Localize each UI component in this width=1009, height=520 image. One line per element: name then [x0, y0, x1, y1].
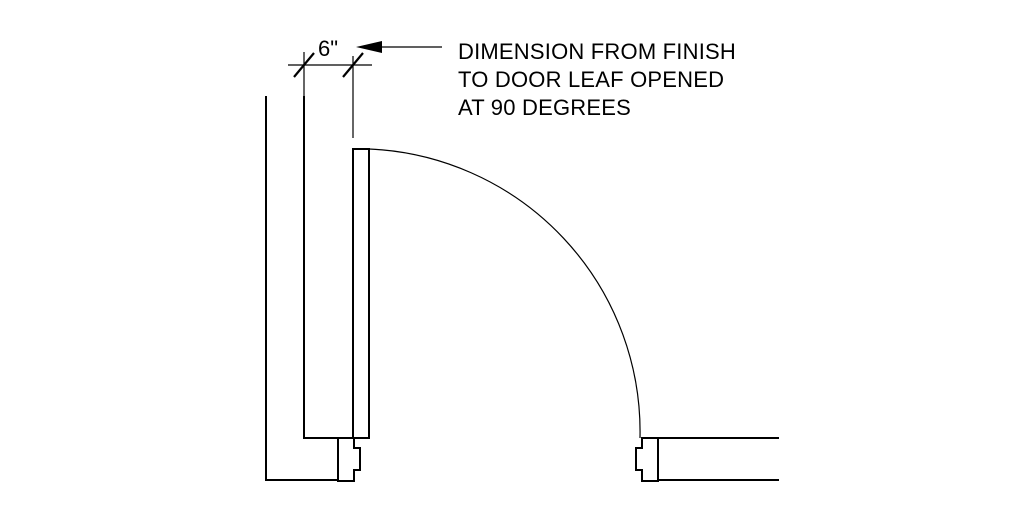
door-swing-arc — [368, 148, 641, 439]
dimension — [288, 52, 372, 138]
note-line-3: AT 90 DEGREES — [458, 95, 631, 120]
door-frame-hinge-jamb — [337, 437, 361, 482]
arrowhead — [356, 41, 382, 53]
note-line-1: DIMENSION FROM FINISH — [458, 39, 736, 64]
door-frame-strike-jamb — [635, 437, 659, 482]
wall-left — [265, 96, 338, 481]
dimension-value-label: 6" — [318, 36, 338, 61]
leader-arrow — [356, 41, 442, 53]
dimension-tick-left — [293, 52, 315, 78]
wall-right — [658, 437, 779, 481]
wall-outer-line — [265, 96, 338, 481]
dimension-tick-right — [342, 52, 364, 78]
door-leaf — [352, 148, 370, 439]
note-line-2: TO DOOR LEAF OPENED — [458, 67, 725, 92]
wall-inner-line — [303, 96, 338, 439]
